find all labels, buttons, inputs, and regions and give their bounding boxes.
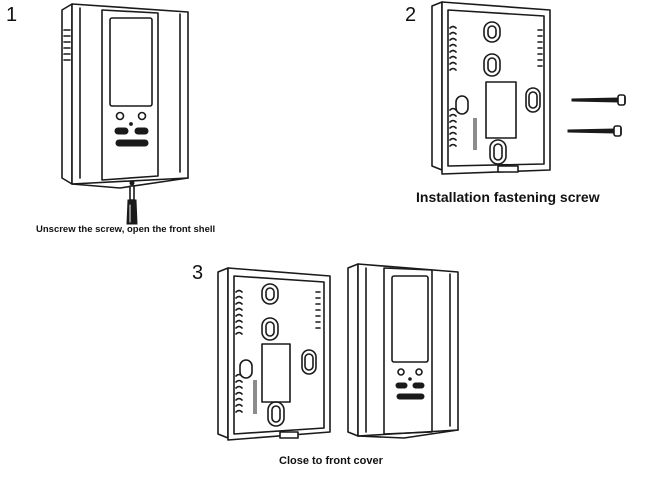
thermostat-back-plate-illustration xyxy=(431,1,551,175)
fastening-screw-icon xyxy=(567,125,622,137)
step-2-caption: Installation fastening screw xyxy=(416,189,600,205)
step-1-caption: Unscrew the screw, open the front shell xyxy=(36,224,216,235)
step-1-number: 1 xyxy=(6,4,18,26)
fastening-screw-icon xyxy=(571,94,626,106)
step-2-number: 2 xyxy=(405,4,417,26)
thermostat-back-plate-illustration xyxy=(217,267,331,441)
thermostat-front-closed-illustration xyxy=(61,3,189,225)
thermostat-front-cover-illustration xyxy=(347,263,459,439)
step-3-number: 3 xyxy=(192,262,204,284)
step-3-caption: Close to front cover xyxy=(279,455,383,467)
